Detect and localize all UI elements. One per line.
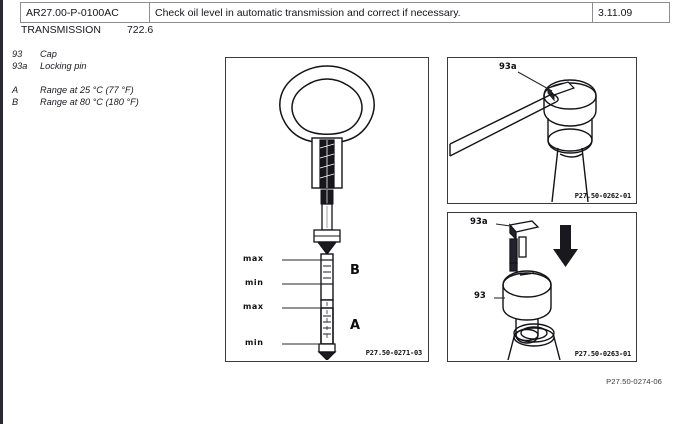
legend-key: A [12, 84, 19, 95]
dipstick-label-a-max: max [243, 302, 264, 311]
dipstick-label-b-min: min [245, 278, 264, 287]
header-document-number: AR27.00-P-0100AC [21, 3, 150, 22]
header-date: 3.11.09 [598, 6, 633, 19]
figure-cap-removal-panel: 93a P27.50-0262-01 [447, 57, 637, 204]
document-header-table: AR27.00-P-0100AC Check oil level in auto… [20, 2, 670, 23]
figure-cap-install-panel: 93a 93 P27.50-0263-01 [447, 212, 637, 362]
dipstick-range-a: A [350, 318, 361, 333]
header-system-line: TRANSMISSION 722.6 [21, 24, 153, 36]
dipstick-label-b-max: max [243, 254, 264, 263]
dipstick-range-b: B [350, 263, 360, 278]
figure-cap-removal-code: P27.50-0262-01 [574, 192, 631, 200]
cap-install-illustration [494, 220, 578, 360]
dipstick-label-a-min: min [245, 338, 264, 347]
system-code: 722.6 [126, 24, 154, 36]
legend-item-93a: 93a Locking pin [12, 60, 202, 72]
cap-install-callout-cap: 93 [474, 291, 486, 301]
legend-label: Range at 80 °C (180 °F) [40, 97, 139, 108]
legend-label: Cap [40, 49, 57, 59]
dipstick-illustration [279, 65, 375, 360]
header-title: Check oil level in automatic transmissio… [150, 3, 593, 22]
system-label: TRANSMISSION [21, 24, 101, 36]
legend-item-a: A Range at 25 °C (77 °F) [12, 84, 202, 96]
legend-block: 93 Cap 93a Locking pin A Range at 25 °C … [12, 48, 202, 109]
legend-label: Locking pin [40, 61, 87, 72]
legend-item-b: B Range at 80 °C (180 °F) [12, 96, 202, 108]
figure-dipstick-code: P27.50-0271-03 [365, 349, 422, 357]
legend-key: 93 [12, 49, 23, 59]
legend-item-93: 93 Cap [12, 48, 202, 60]
legend-spacer [12, 73, 202, 84]
page-reference-code: P27.50-0274-06 [606, 377, 662, 386]
figure-cap-install-code: P27.50-0263-01 [574, 350, 631, 358]
legend-label: Range at 25 °C (77 °F) [40, 84, 134, 95]
cap-removal-callout-pin: 93a [499, 62, 517, 72]
legend-key: 93a [12, 61, 28, 72]
cap-removal-illustration [449, 71, 597, 202]
cap-install-callout-pin: 93a [470, 217, 488, 227]
legend-key: B [12, 97, 19, 108]
figure-dipstick-panel: max min max min B A P27.50-0271-03 [225, 57, 429, 362]
